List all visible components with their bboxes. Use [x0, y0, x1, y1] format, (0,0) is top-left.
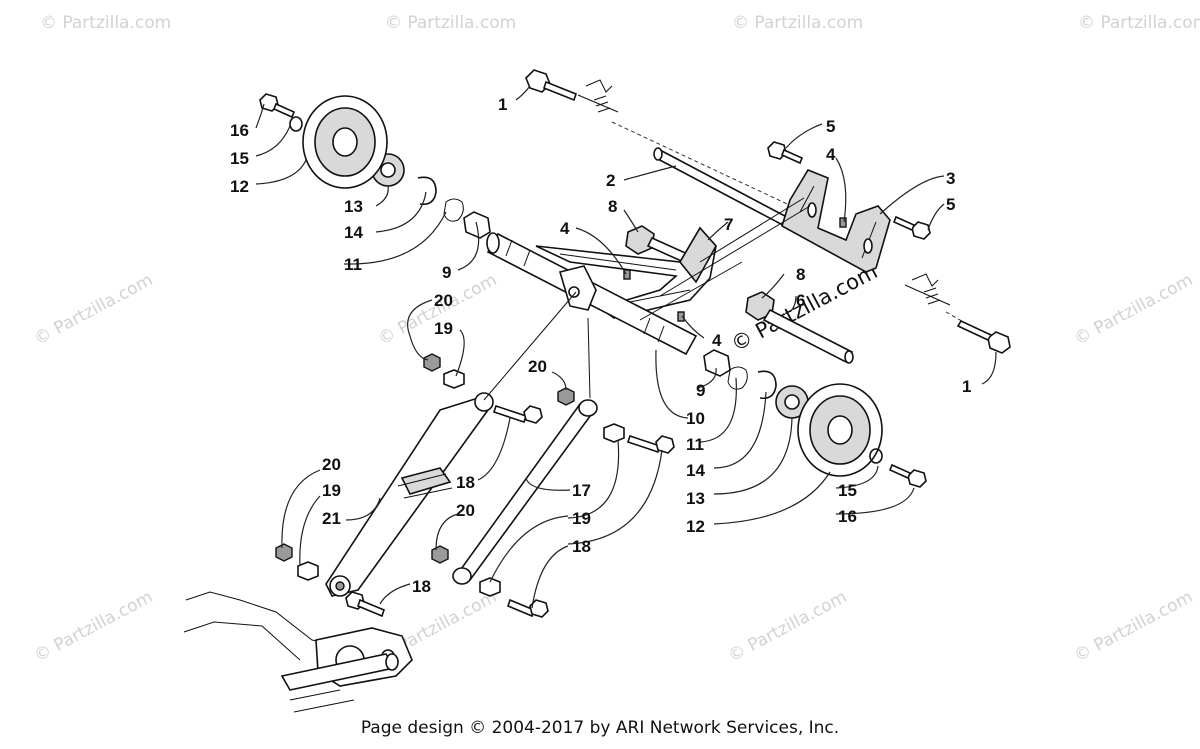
bracket-3 — [781, 169, 891, 273]
snap-ring-14-right — [757, 370, 777, 400]
callout-9: 9 — [442, 263, 451, 282]
shock-absorber-21 — [325, 392, 494, 597]
callout-21: 21 — [322, 509, 341, 528]
a-arm-7 — [535, 226, 717, 319]
spacer-9-right — [703, 349, 731, 377]
watermark: © Partzilla.com — [31, 587, 156, 666]
callout-5: 5 — [946, 195, 955, 214]
callout-13: 13 — [344, 197, 363, 216]
callout-11: 11 — [344, 255, 362, 274]
callout-20: 20 — [456, 501, 475, 520]
bolt-16-right — [888, 463, 927, 488]
bushing-19-lower-left — [297, 561, 319, 581]
callout-12: 12 — [230, 177, 249, 196]
bolt-18-upper — [492, 404, 543, 424]
callout-8: 8 — [608, 197, 617, 216]
callout-18: 18 — [456, 473, 475, 492]
bolt-18-lower-mid — [507, 598, 549, 618]
wheel-12-right — [797, 383, 883, 477]
callout-17: 17 — [572, 481, 591, 500]
nut-20-upper-left — [423, 353, 441, 372]
link-rod-17 — [452, 399, 598, 585]
callout-12: 12 — [686, 517, 705, 536]
callout-16: 16 — [230, 121, 249, 140]
callout-8: 8 — [796, 265, 805, 284]
nut-20-lower-left — [275, 543, 293, 562]
callout-15: 15 — [838, 481, 857, 500]
bushing-19-mid — [603, 423, 625, 443]
callout-2: 2 — [606, 171, 615, 190]
watermark: © Partzilla.com — [725, 587, 850, 666]
explode-lines — [483, 197, 811, 401]
callout-1: 1 — [962, 377, 971, 396]
callout-13: 13 — [686, 489, 705, 508]
callout-9: 9 — [696, 381, 705, 400]
snap-ring-14-left — [417, 176, 437, 206]
bolt-1-top — [525, 69, 577, 102]
bolt-5-upper — [767, 141, 804, 165]
callout-4: 4 — [712, 331, 722, 350]
watermark: © Partzilla.com — [1071, 270, 1196, 349]
bolt-18-lower-left — [345, 591, 385, 618]
watermark: © Partzilla.com — [40, 13, 171, 33]
bolt-18-mid — [626, 434, 675, 454]
callout-14: 14 — [344, 223, 363, 242]
callout-14: 14 — [686, 461, 705, 480]
callout-20: 20 — [434, 291, 453, 310]
bolt-1-bottom — [956, 319, 1011, 354]
callout-16: 16 — [838, 507, 857, 526]
main-cross-tube — [486, 232, 698, 356]
lower-rail-assembly — [183, 591, 413, 713]
watermark: © Partzilla.com — [732, 13, 863, 33]
leader-lines — [255, 85, 997, 609]
callout-20: 20 — [322, 455, 341, 474]
callout-19: 19 — [572, 509, 591, 528]
washer-15-right — [869, 448, 883, 464]
bolt-16-left — [259, 93, 296, 119]
callout-18: 18 — [572, 537, 591, 556]
bushing-19-lower-mid — [479, 577, 501, 597]
grease-fitting-4-upper — [623, 269, 631, 280]
shaft-6 — [762, 308, 854, 364]
ring-11-left — [443, 198, 464, 222]
callout-6: 6 — [796, 291, 805, 310]
callout-3: 3 — [946, 169, 955, 188]
watermark: © Partzilla.com — [31, 270, 156, 349]
bolt-5-lower — [892, 215, 931, 240]
watermark: © Partzilla.com — [385, 13, 516, 33]
callout-10: 10 — [686, 409, 705, 428]
bushing-19-upper-left — [443, 369, 465, 389]
watermark: © Partzilla.com — [1071, 587, 1196, 666]
callout-19: 19 — [322, 481, 341, 500]
frame-rail-top — [577, 79, 801, 211]
watermark: © Partzilla.com — [1078, 13, 1200, 33]
washer-15-left — [289, 116, 303, 132]
callout-4: 4 — [560, 219, 570, 238]
wheel-12-left — [302, 95, 388, 189]
nut-20-lower-mid — [431, 545, 449, 564]
grease-fitting-4-lower — [677, 311, 685, 322]
callout-1: 1 — [498, 95, 507, 114]
callout-19: 19 — [434, 319, 453, 338]
grease-fitting-4-bracket — [839, 217, 847, 228]
callout-labels: 1 1 2 3 4 4 4 5 5 6 7 8 8 9 9 10 11 11 1… — [230, 95, 971, 596]
callout-15: 15 — [230, 149, 249, 168]
page-footer: Page design © 2004-2017 by ARI Network S… — [360, 718, 840, 738]
callout-4: 4 — [826, 145, 836, 164]
ring-11-right — [727, 366, 748, 390]
callout-7: 7 — [724, 215, 733, 234]
nut-20-mid — [557, 387, 575, 406]
callout-11: 11 — [686, 435, 704, 454]
callout-5: 5 — [826, 117, 835, 136]
callout-18: 18 — [412, 577, 431, 596]
callout-20: 20 — [528, 357, 547, 376]
